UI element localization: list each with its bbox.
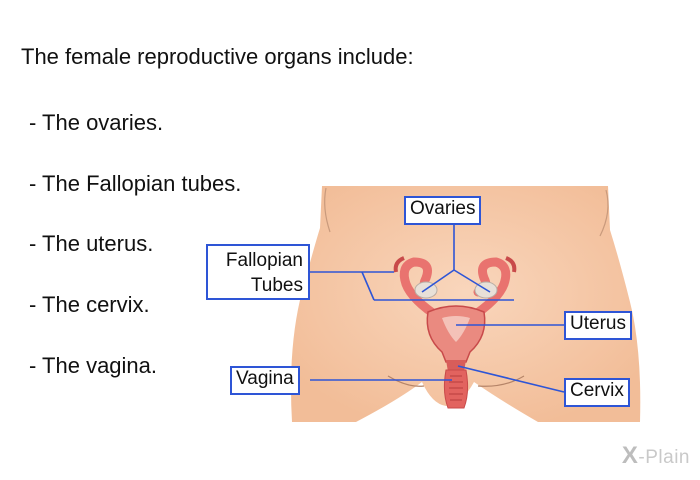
label-fallopian-line1: Fallopian bbox=[225, 250, 303, 271]
bullet-ovaries: - The ovaries. bbox=[29, 110, 164, 135]
bullet-vagina: - The vagina. bbox=[29, 353, 158, 378]
bullet-cervix: - The cervix. bbox=[29, 292, 150, 317]
label-ovaries: Ovaries bbox=[404, 196, 482, 225]
bullet-fallopian-tubes: - The Fallopian tubes. bbox=[29, 171, 242, 196]
brand-logo: X-Plain bbox=[622, 442, 690, 470]
brand-mark-icon: X bbox=[621, 442, 639, 469]
leader-lines bbox=[310, 224, 565, 393]
label-fallopian-tubes: Fallopian Tubes bbox=[206, 244, 310, 300]
label-fallopian-line2: Tubes bbox=[250, 275, 303, 296]
bullet-uterus: - The uterus. bbox=[29, 231, 154, 256]
brand-name: -Plain bbox=[638, 447, 690, 468]
cervix bbox=[446, 360, 466, 372]
heading: The female reproductive organs include: bbox=[21, 44, 414, 69]
label-vagina: Vagina bbox=[230, 366, 300, 395]
torso-silhouette bbox=[291, 186, 641, 422]
label-cervix: Cervix bbox=[564, 378, 630, 407]
label-uterus: Uterus bbox=[564, 311, 632, 340]
